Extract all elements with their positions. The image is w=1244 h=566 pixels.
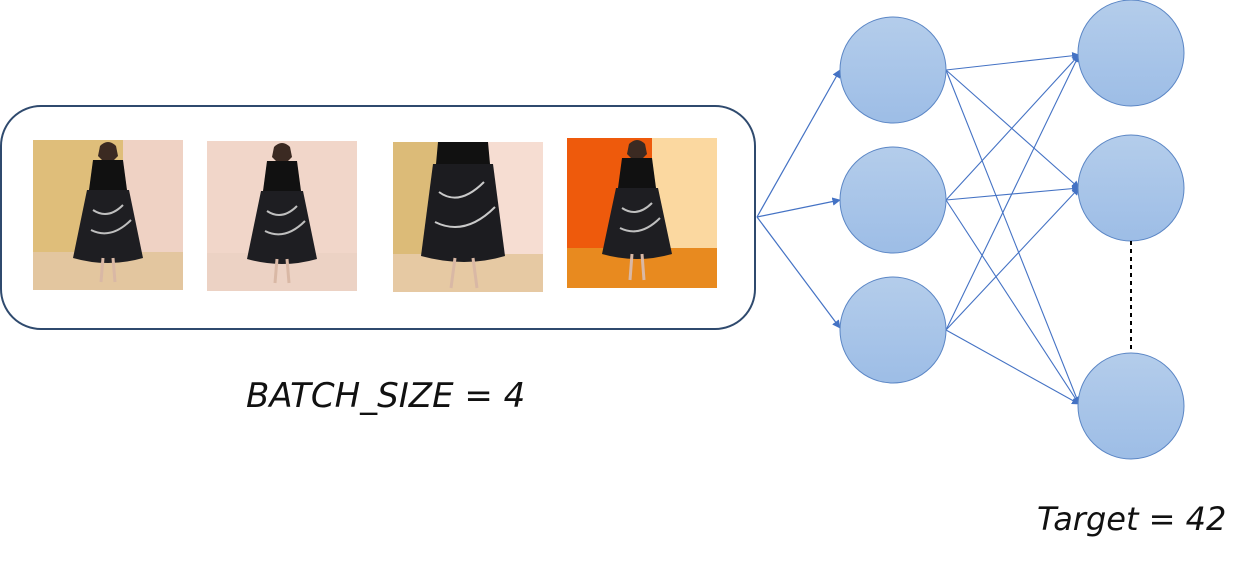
edge-input-h2 <box>756 197 841 218</box>
edge-h3-o1 <box>945 54 1080 331</box>
edge-h1-o1 <box>945 51 1080 71</box>
edge-h2-o2 <box>945 184 1080 201</box>
model-photo-4 <box>567 138 717 288</box>
hidden-layer <box>839 16 947 384</box>
output-layer <box>1077 0 1185 460</box>
output-node-1 <box>1077 0 1185 107</box>
target-label: Target = 42 <box>1037 500 1226 538</box>
batch-images <box>33 138 717 292</box>
edge-input-h1 <box>756 69 841 218</box>
model-photo-1 <box>33 140 183 290</box>
edge-h2-o1 <box>945 54 1080 201</box>
edge-h1-o2 <box>945 69 1080 189</box>
edge-h3-o2 <box>945 187 1080 331</box>
model-photo-3 <box>393 142 543 292</box>
hidden-edges <box>945 51 1081 405</box>
edge-input-h3 <box>756 216 841 329</box>
model-photo-2 <box>207 141 357 291</box>
output-node-2 <box>1077 134 1185 242</box>
output-node-last <box>1077 352 1185 460</box>
batch-size-label: BATCH_SIZE = 4 <box>246 376 525 416</box>
hidden-node-1 <box>839 16 947 124</box>
input-edges <box>756 69 841 329</box>
edge-h2-o3 <box>945 199 1080 405</box>
batch-box <box>0 105 756 330</box>
hidden-node-3 <box>839 276 947 384</box>
edge-h3-o3 <box>945 329 1080 405</box>
hidden-node-2 <box>839 146 947 254</box>
edge-h1-o3 <box>945 69 1081 405</box>
